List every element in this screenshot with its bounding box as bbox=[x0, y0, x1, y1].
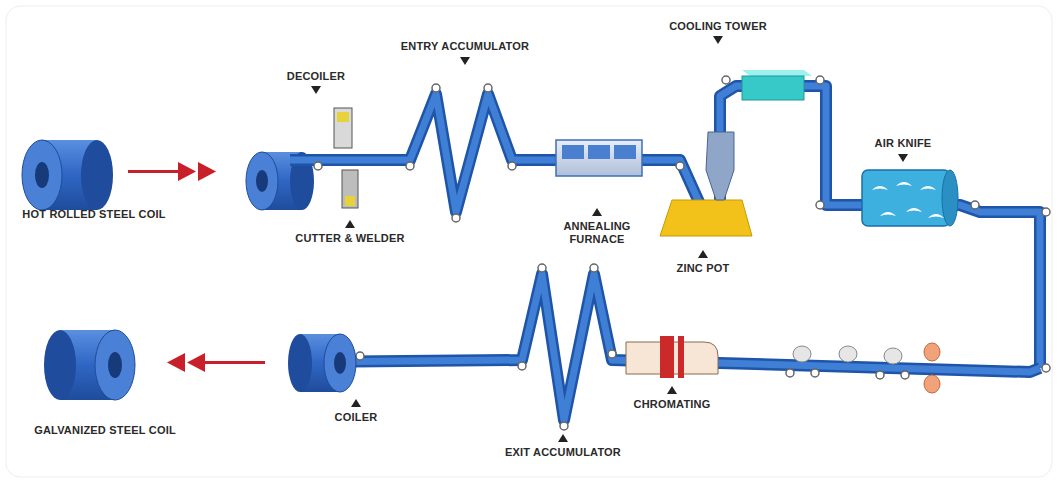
part-label: GALVANIZED STEEL COIL bbox=[10, 424, 200, 437]
output-arrows bbox=[167, 353, 265, 372]
cooling-tower bbox=[742, 70, 812, 100]
part-label: CUTTER & WELDER bbox=[285, 232, 415, 245]
hot-rolled-coil bbox=[22, 140, 113, 210]
feed-arrows bbox=[128, 162, 216, 181]
air-knife bbox=[862, 170, 958, 226]
galvanized-coil bbox=[44, 330, 135, 400]
decoiler-unit bbox=[334, 108, 352, 148]
part-label: ENTRY ACCUMULATOR bbox=[390, 40, 540, 53]
part-label: CHROMATING bbox=[622, 398, 722, 411]
part-label: AIR KNIFE bbox=[858, 137, 948, 150]
chromating-unit bbox=[626, 336, 718, 378]
card-ground bbox=[6, 6, 1052, 477]
guide-rollers bbox=[314, 76, 1050, 430]
part-label: DECOILER bbox=[271, 70, 361, 83]
zinc-pot-snout bbox=[706, 132, 734, 200]
steel-strip bbox=[300, 274, 1040, 420]
part-label: HOT ROLLED STEEL COIL bbox=[4, 208, 184, 221]
steel-strip-face bbox=[290, 86, 1040, 368]
part-label: COILER bbox=[316, 411, 396, 424]
part-label: ZINC POT bbox=[658, 262, 748, 275]
skin-pass-rolls bbox=[793, 343, 940, 393]
coiler-coil bbox=[288, 334, 356, 392]
annealing-furnace bbox=[556, 140, 642, 176]
steel-strip-face bbox=[300, 274, 1040, 420]
cutter-welder-unit bbox=[342, 170, 358, 208]
part-label: COOLING TOWER bbox=[658, 20, 778, 33]
part-label: ANNEALING FURNACE bbox=[552, 220, 642, 246]
part-label: EXIT ACCUMULATOR bbox=[493, 446, 633, 459]
steel-strip bbox=[290, 86, 1040, 368]
zinc-pot bbox=[660, 200, 752, 236]
